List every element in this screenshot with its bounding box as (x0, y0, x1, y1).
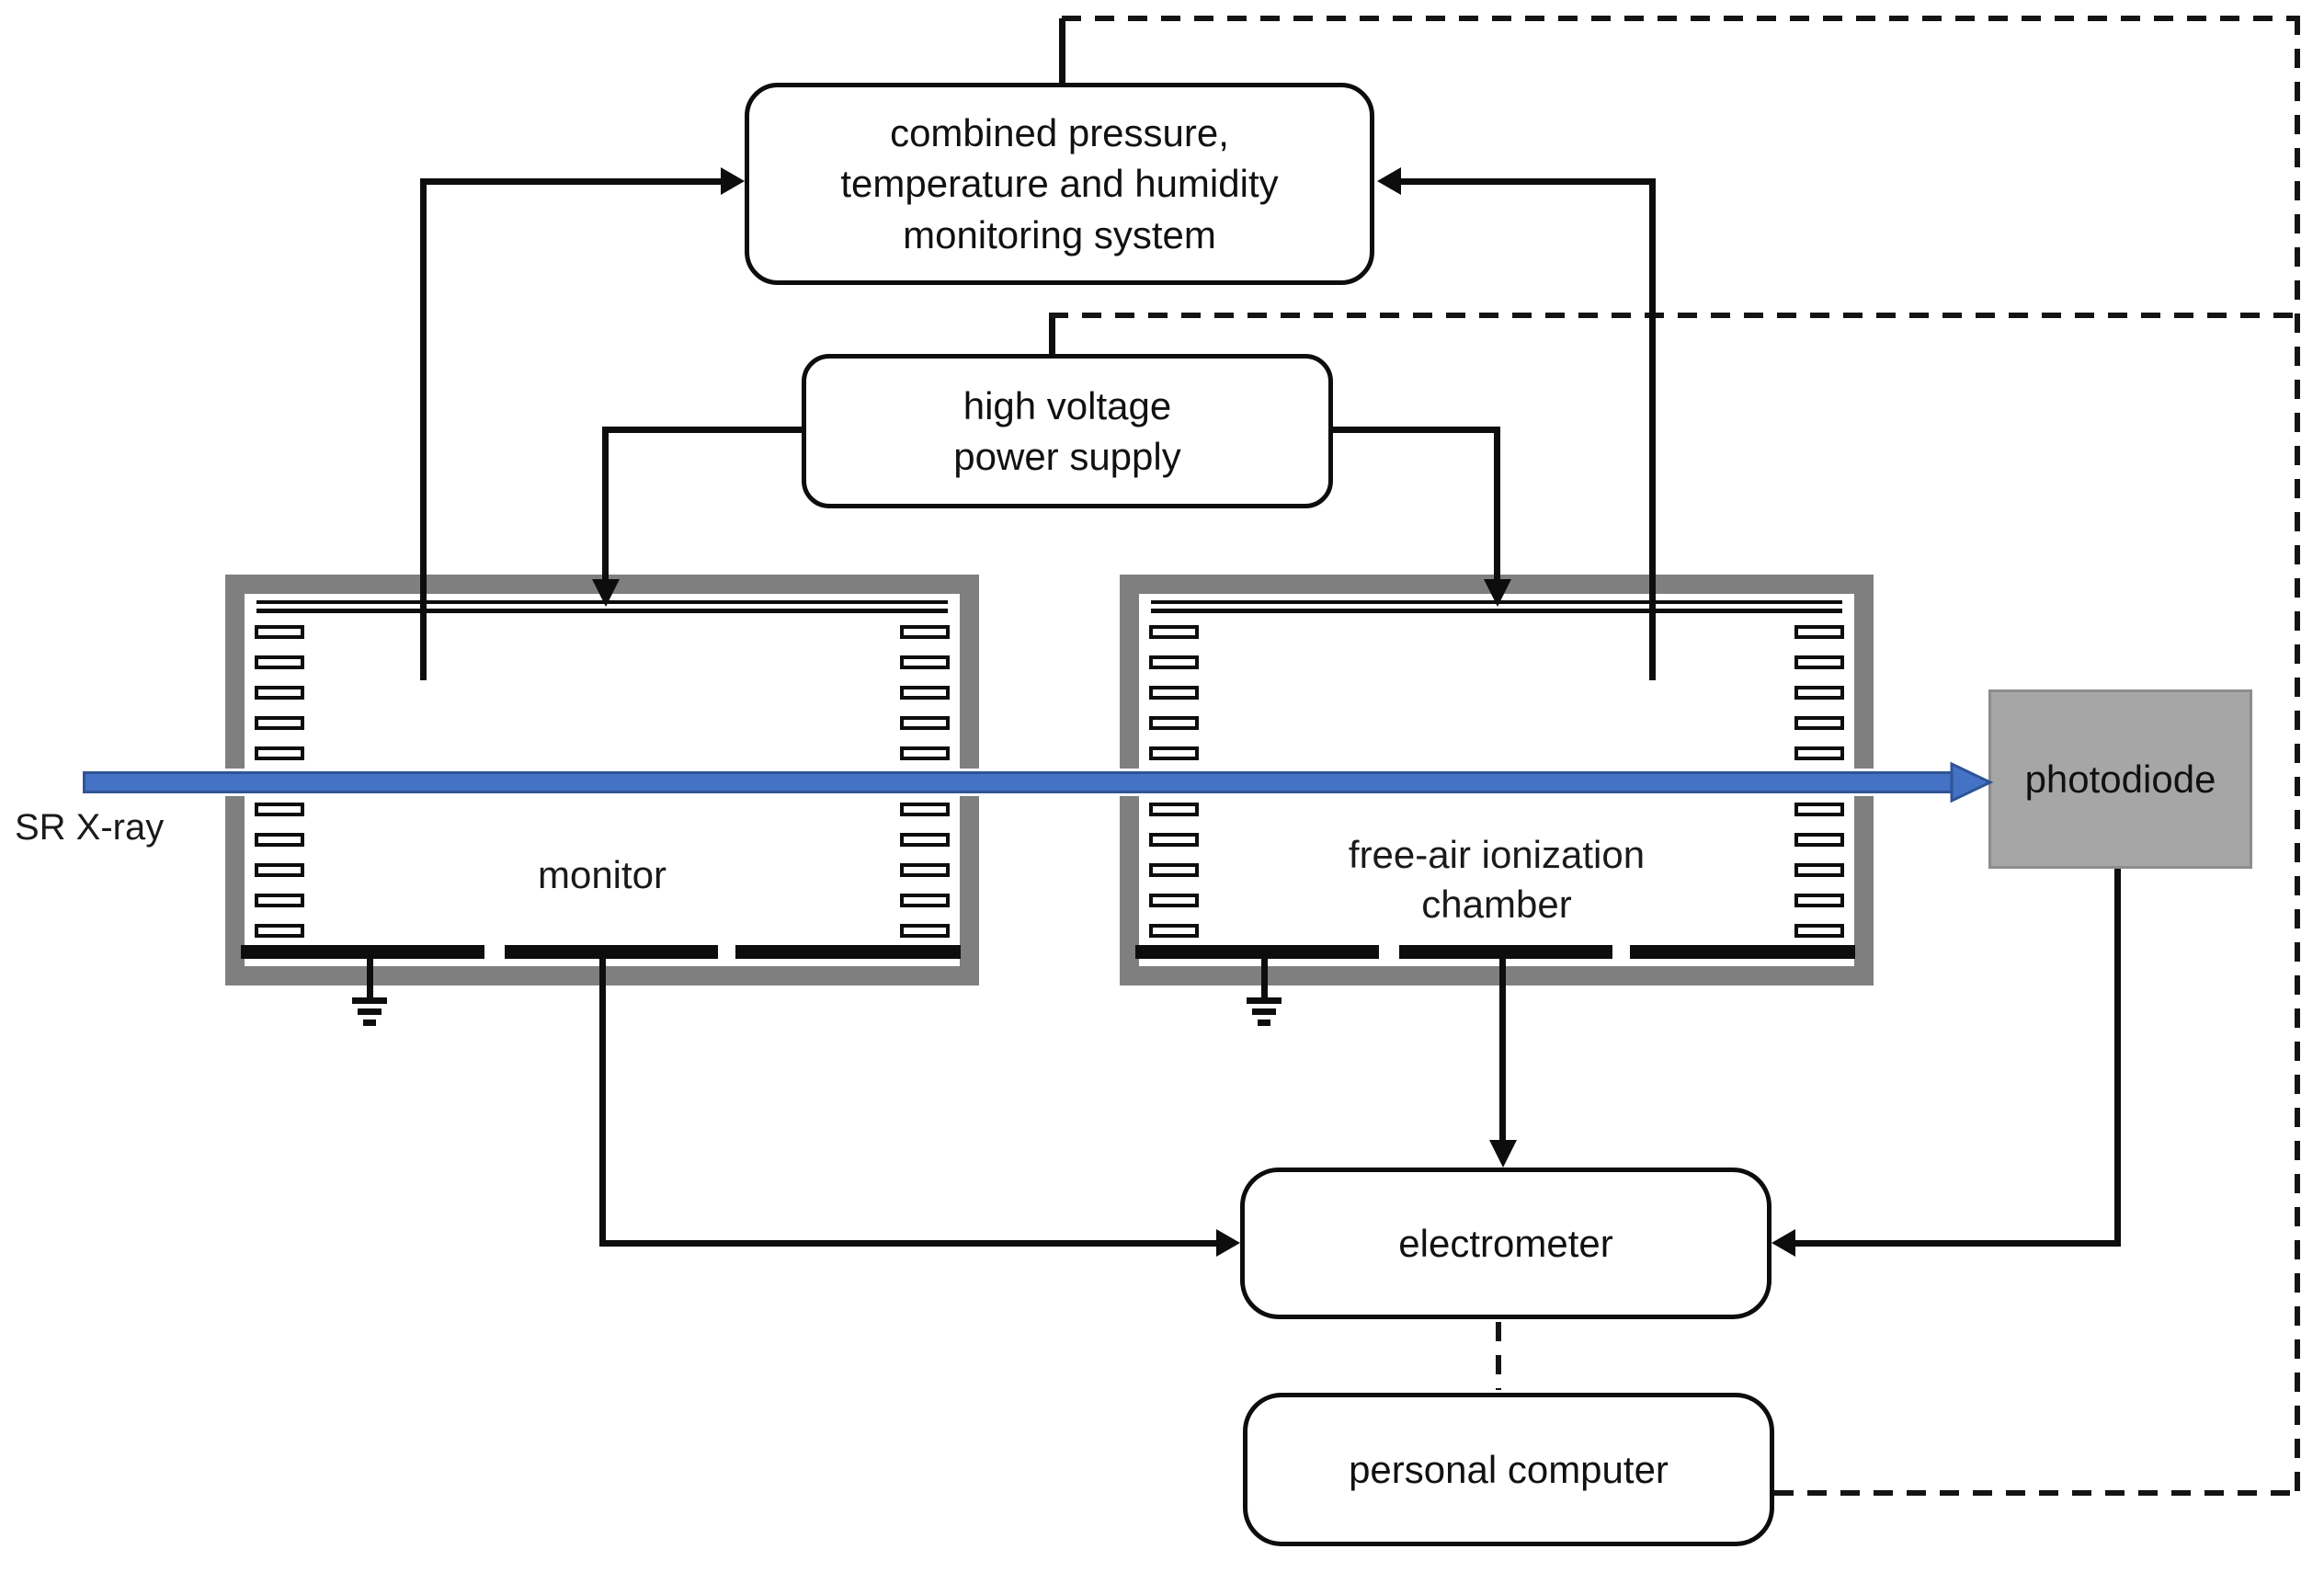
guard-electrode (1794, 625, 1844, 639)
guard-electrode-column (900, 575, 950, 985)
arrowhead-into-electrometer-left-icon (1216, 1229, 1240, 1257)
sr-xray-label: SR X-ray (15, 807, 165, 848)
guard-electrode (900, 894, 950, 907)
wire-hv-left-v (602, 427, 609, 579)
dashed-line-pc-right (1774, 1490, 2298, 1496)
sr-xray-beam (83, 771, 1961, 793)
guard-electrode (255, 655, 304, 669)
beam-arrowhead-icon (1950, 761, 1994, 803)
guard-electrode (255, 746, 304, 760)
guard-electrode (255, 803, 304, 816)
guard-electrode (900, 863, 950, 877)
wire-hv-top-stub (1049, 318, 1055, 355)
guard-electrode (900, 655, 950, 669)
electrometer-box: electrometer (1240, 1168, 1771, 1319)
guard-electrode (1149, 833, 1199, 847)
arrowhead-into-electrometer-right-icon (1771, 1229, 1795, 1257)
arrowhead-into-monitoring-left-icon (721, 167, 745, 195)
guard-electrode (255, 894, 304, 907)
wire-freeair-ground-stub (1261, 951, 1268, 997)
guard-electrode (1149, 655, 1199, 669)
arrowhead-into-electrometer-top-icon (1489, 1140, 1517, 1168)
guard-electrode (255, 924, 304, 938)
monitoring-system-box: combined pressure, temperature and humid… (745, 83, 1374, 285)
free-air-chamber-label: free-air ionization chamber (1348, 833, 1646, 926)
guard-electrode (1794, 655, 1844, 669)
guard-electrode-column (1149, 575, 1199, 985)
photodiode-box: photodiode (1988, 689, 2252, 869)
guard-electrode (1794, 746, 1844, 760)
collector-plate (1630, 945, 1855, 959)
guard-electrode (1149, 924, 1199, 938)
guard-electrode (900, 625, 950, 639)
collector-plate (241, 945, 484, 959)
hv-power-supply-label: high voltage power supply (953, 383, 1181, 478)
collector-plate (1135, 945, 1379, 959)
guard-electrode (1149, 803, 1199, 816)
wire-hv-right-v (1494, 427, 1500, 579)
guard-electrode (1794, 686, 1844, 700)
guard-electrode (255, 625, 304, 639)
guard-electrode (255, 863, 304, 877)
wire-freeair-sensor-h (1401, 178, 1652, 185)
wire-monitor-collector-h (599, 1240, 1216, 1247)
guard-electrode (1794, 863, 1844, 877)
guard-electrode (1794, 924, 1844, 938)
wire-monitoring-top-stub (1059, 18, 1065, 83)
arrowhead-hv-into-freeair-icon (1484, 579, 1511, 607)
monitor-chamber-internals: monitor (225, 575, 979, 985)
guard-electrode-column (1794, 575, 1844, 985)
wire-monitor-collector-v (599, 951, 606, 1247)
wire-monitor-sensor-v (420, 178, 427, 680)
wire-photodiode-v (2114, 869, 2121, 1247)
free-air-chamber-internals: free-air ionization chamber (1120, 575, 1874, 985)
guard-electrode (900, 924, 950, 938)
wire-hv-right-h (1333, 427, 1500, 433)
guard-electrode (255, 686, 304, 700)
collector-plate (735, 945, 961, 959)
guard-electrode (1149, 686, 1199, 700)
personal-computer-box: personal computer (1243, 1393, 1774, 1546)
wire-hv-left-h (602, 427, 802, 433)
dashed-line-hv-to-pc (1049, 313, 2300, 318)
monitor-chamber-label: monitor (537, 853, 667, 896)
wire-monitor-sensor-h (420, 178, 721, 185)
guard-electrode (900, 716, 950, 730)
guard-electrode (255, 833, 304, 847)
guard-electrode (1149, 863, 1199, 877)
monitoring-system-label: combined pressure, temperature and humid… (840, 110, 1279, 256)
hv-electrode-plate (1151, 600, 1842, 613)
arrowhead-into-monitoring-right-icon (1377, 167, 1401, 195)
dashed-line-right-vertical (2295, 16, 2300, 1496)
guard-electrode (900, 686, 950, 700)
wire-monitor-ground-stub (367, 951, 373, 997)
wire-photodiode-h (1795, 1240, 2121, 1247)
guard-electrode (1794, 833, 1844, 847)
collector-plate (1399, 945, 1612, 959)
dashed-line-electrometer-to-pc (1496, 1322, 1501, 1390)
guard-electrode (900, 833, 950, 847)
hv-power-supply-box: high voltage power supply (802, 354, 1333, 508)
guard-electrode (1149, 746, 1199, 760)
guard-electrode (900, 746, 950, 760)
guard-electrode (900, 803, 950, 816)
guard-electrode (1794, 894, 1844, 907)
guard-electrode (1149, 716, 1199, 730)
guard-electrode (1794, 716, 1844, 730)
photodiode-label: photodiode (2024, 757, 2216, 801)
wire-freeair-sensor-v (1649, 178, 1656, 680)
guard-electrode (1794, 803, 1844, 816)
guard-electrode-column (255, 575, 304, 985)
hv-electrode-plate (256, 600, 948, 613)
collector-plate (505, 945, 718, 959)
guard-electrode (1149, 625, 1199, 639)
arrowhead-hv-into-monitor-icon (592, 579, 620, 607)
wire-freeair-collector-v (1499, 951, 1506, 1140)
personal-computer-label: personal computer (1349, 1447, 1669, 1491)
dashed-line-monitoring-to-pc-top (1062, 16, 2300, 21)
guard-electrode (255, 716, 304, 730)
guard-electrode (1149, 894, 1199, 907)
electrometer-label: electrometer (1398, 1221, 1613, 1265)
